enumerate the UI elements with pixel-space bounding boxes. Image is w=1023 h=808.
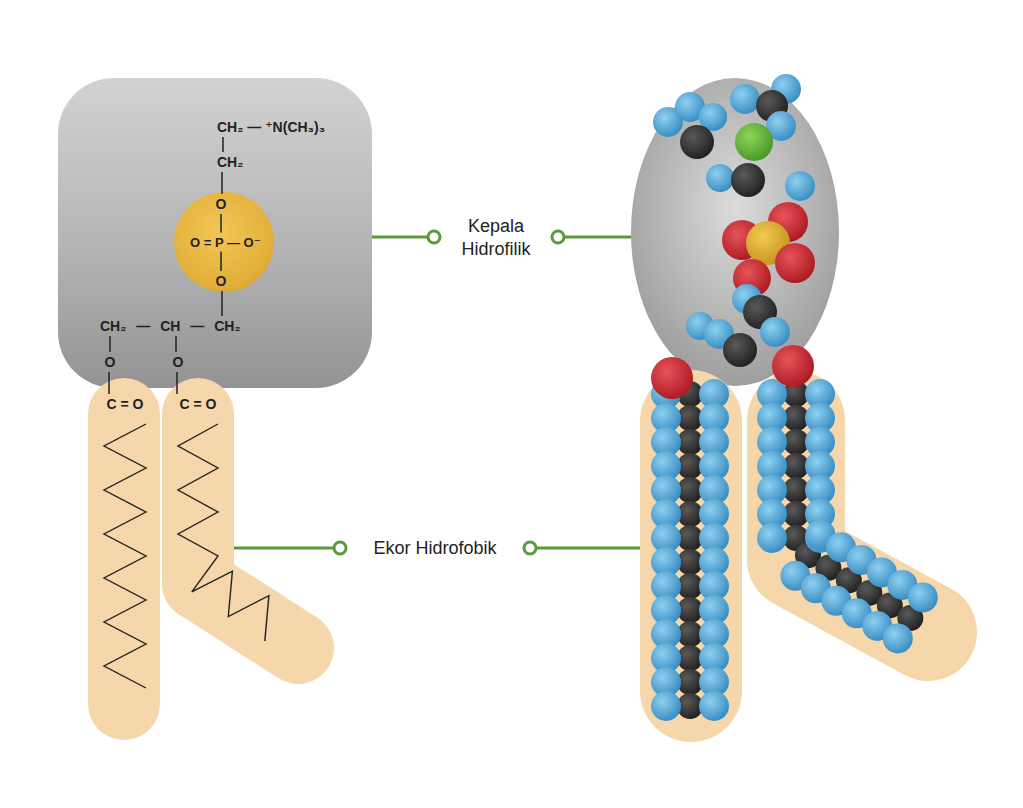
atom [651, 357, 693, 399]
hydrogen-atom [757, 523, 787, 553]
hydrogen-atom [883, 623, 913, 653]
leader-dot [552, 231, 564, 243]
hydrogen-atom [908, 582, 938, 612]
bond-line [220, 214, 222, 233]
zigzag-chain [104, 424, 146, 688]
tail-pill [198, 414, 298, 648]
zigzag-chain [178, 424, 269, 641]
part-label: Kepala Hidrofilik [440, 215, 552, 260]
bond-line [108, 372, 110, 394]
formula-text: O [216, 197, 227, 211]
formula-text: O [216, 274, 227, 288]
formula-text: CH₂ [217, 155, 243, 169]
leader-dot [524, 542, 536, 554]
bond-line [221, 291, 223, 316]
leader-line [564, 236, 642, 239]
atom [680, 125, 714, 159]
tail-pill [88, 414, 160, 704]
leader-dot [334, 542, 346, 554]
formula-text: CH₂ — CH — CH₂ [100, 319, 241, 333]
atom [730, 84, 760, 114]
atom [735, 123, 773, 161]
phosphate-circle: O O = P — O⁻ O [174, 192, 274, 292]
hydrogen-atom [651, 691, 681, 721]
head-atoms [651, 74, 815, 399]
part-label: Ekor Hidrofobik [373, 537, 496, 560]
atom [723, 333, 757, 367]
atom [772, 345, 814, 387]
head-ellipse [631, 78, 839, 386]
hydrocarbon-chains [651, 379, 938, 721]
fatty-acid-tail: C = O [160, 378, 335, 696]
formula-text: O [105, 355, 116, 369]
atom [706, 164, 734, 192]
atom [760, 317, 790, 347]
formula-text: O [173, 355, 184, 369]
leader-dot [428, 231, 440, 243]
tail-outline [88, 378, 160, 740]
formula-text: CH₂ — ⁺N(CH₃)₃ [217, 120, 325, 134]
hydrogen-atom [699, 691, 729, 721]
atom [775, 243, 815, 283]
atom [785, 171, 815, 201]
atom [731, 163, 765, 197]
bond-line [220, 252, 222, 272]
bond-line [221, 172, 223, 194]
hydrophilic-head-box: CH₂ — ⁺N(CH₃)₃ CH₂ CH₂ — CH — CH₂ O O O O = P … [58, 78, 372, 388]
tail-outline [160, 378, 335, 696]
formula-text: O = P — O⁻ [190, 236, 261, 249]
leader-line [228, 547, 334, 550]
tail-pill [640, 370, 742, 742]
bond-line [176, 372, 178, 394]
leader-line [536, 547, 640, 550]
bond-line [175, 336, 177, 352]
fatty-acid-tail: C = O [88, 378, 160, 740]
bond-line [109, 336, 111, 352]
formula-text: C = O [180, 397, 217, 411]
formula-text: C = O [107, 397, 144, 411]
bond-line [222, 137, 224, 152]
